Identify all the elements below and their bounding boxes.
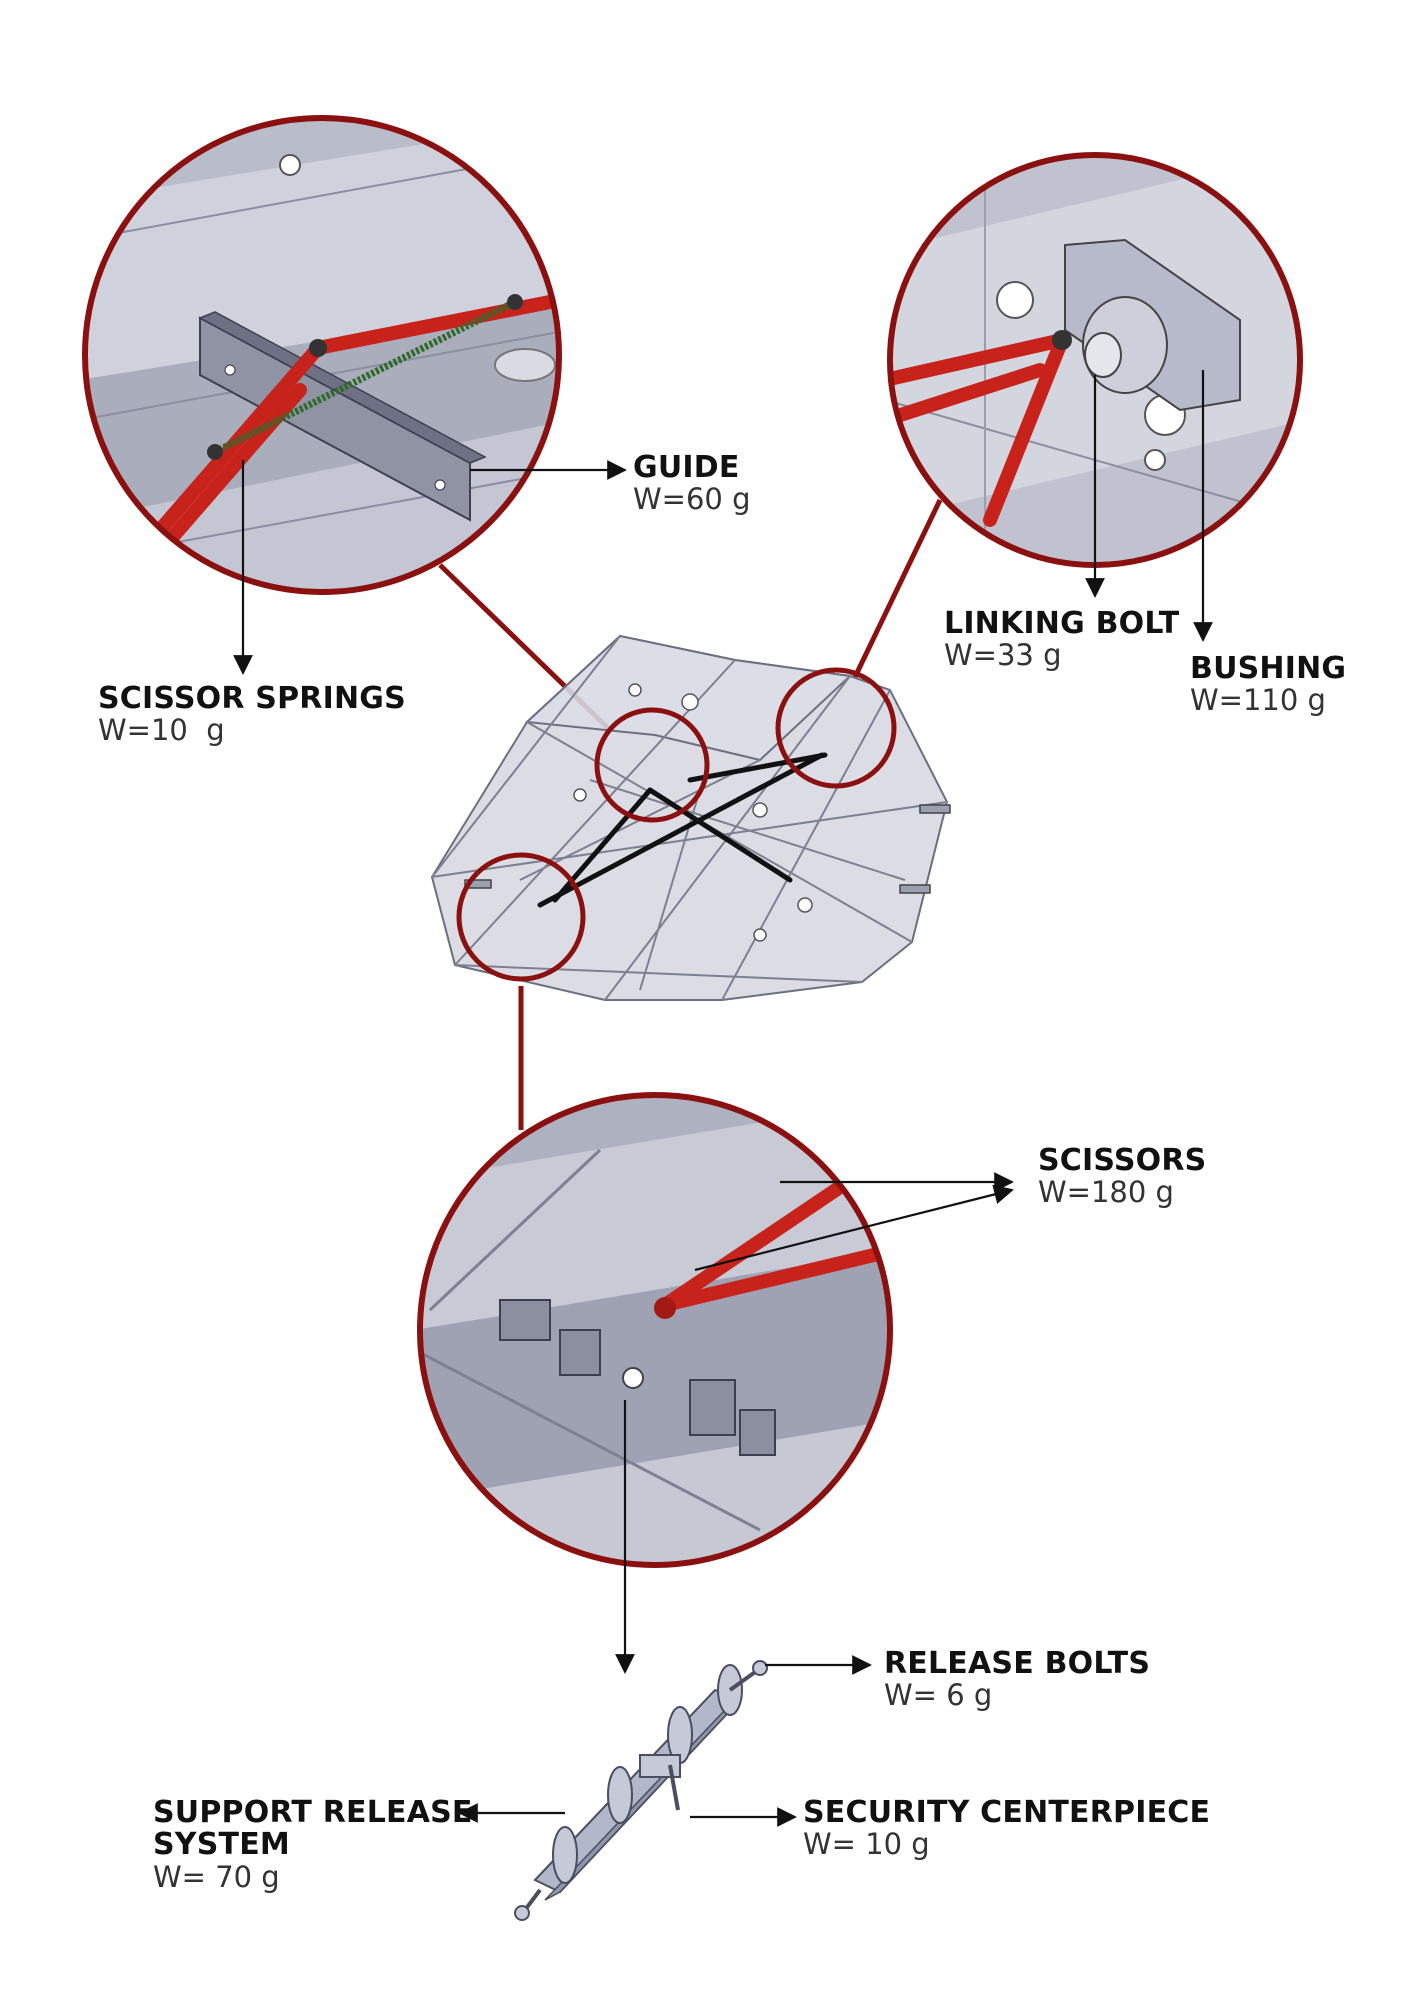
frame-holes [573, 683, 813, 942]
release-bolt-ends [523, 1668, 760, 1912]
label-security-centerpiece: SECURITY CENTERPIECE W= 10 g [803, 1795, 1211, 1862]
spring-zoom [213, 298, 517, 456]
scissors-weight: W=180 g [1038, 1175, 1174, 1210]
scissors-name: SCISSORS [1038, 1143, 1207, 1178]
highlight-bushing [775, 667, 897, 789]
highlight-release [456, 852, 586, 982]
support-release-system-part [514, 1660, 768, 1921]
label-support-release-system: SUPPORT RELEASE SYSTEM W= 70 g [153, 1795, 473, 1894]
mini-bolts [464, 804, 951, 894]
zoom-scissors [417, 1092, 893, 1568]
zoom-circle-guide [82, 115, 562, 595]
linking-bolt-head [1052, 330, 1072, 350]
zoom-guide-springs [82, 115, 562, 595]
zoom-circle-scissors [417, 1092, 893, 1568]
security-centerpiece-pin [668, 1764, 680, 1811]
scissor-springs-name: SCISSOR SPRINGS [98, 681, 406, 716]
support-release-system-weight: W= 70 g [153, 1859, 280, 1894]
bushing-name: BUSHING [1190, 651, 1347, 686]
label-release-bolts: RELEASE BOLTS W= 6 g [884, 1646, 1151, 1713]
release-bolts-name: RELEASE BOLTS [884, 1646, 1151, 1681]
arrow-scissors-lower [694, 1184, 1014, 1272]
linking-bolt-weight: W=33 g [944, 638, 1062, 673]
support-release-system-name: SUPPORT RELEASE SYSTEM [153, 1795, 473, 1863]
label-scissor-springs: SCISSOR SPRINGS W=10 g [98, 681, 406, 748]
main-assembly [430, 634, 951, 1001]
security-centerpiece-weight: W= 10 g [803, 1827, 930, 1862]
guide-name: GUIDE [633, 450, 740, 485]
bushing-weight: W=110 g [1190, 683, 1326, 718]
guide-weight: W=60 g [633, 482, 751, 517]
linking-bolt-name: LINKING BOLT [944, 606, 1180, 641]
label-linking-bolt: LINKING BOLT W=33 g [944, 606, 1180, 673]
label-guide: GUIDE W=60 g [633, 450, 751, 517]
connector-bushing [852, 498, 943, 679]
security-centerpiece-name: SECURITY CENTERPIECE [803, 1795, 1211, 1830]
label-bushing: BUSHING W=110 g [1190, 651, 1347, 718]
annotation-arrows [233, 370, 1213, 1827]
scissor-springs-weight: W=10 g [98, 713, 225, 748]
highlight-guide [594, 707, 710, 823]
release-bolts-weight: W= 6 g [884, 1678, 993, 1713]
label-scissors: SCISSORS W=180 g [1038, 1143, 1207, 1210]
highlight-circles [456, 667, 897, 982]
